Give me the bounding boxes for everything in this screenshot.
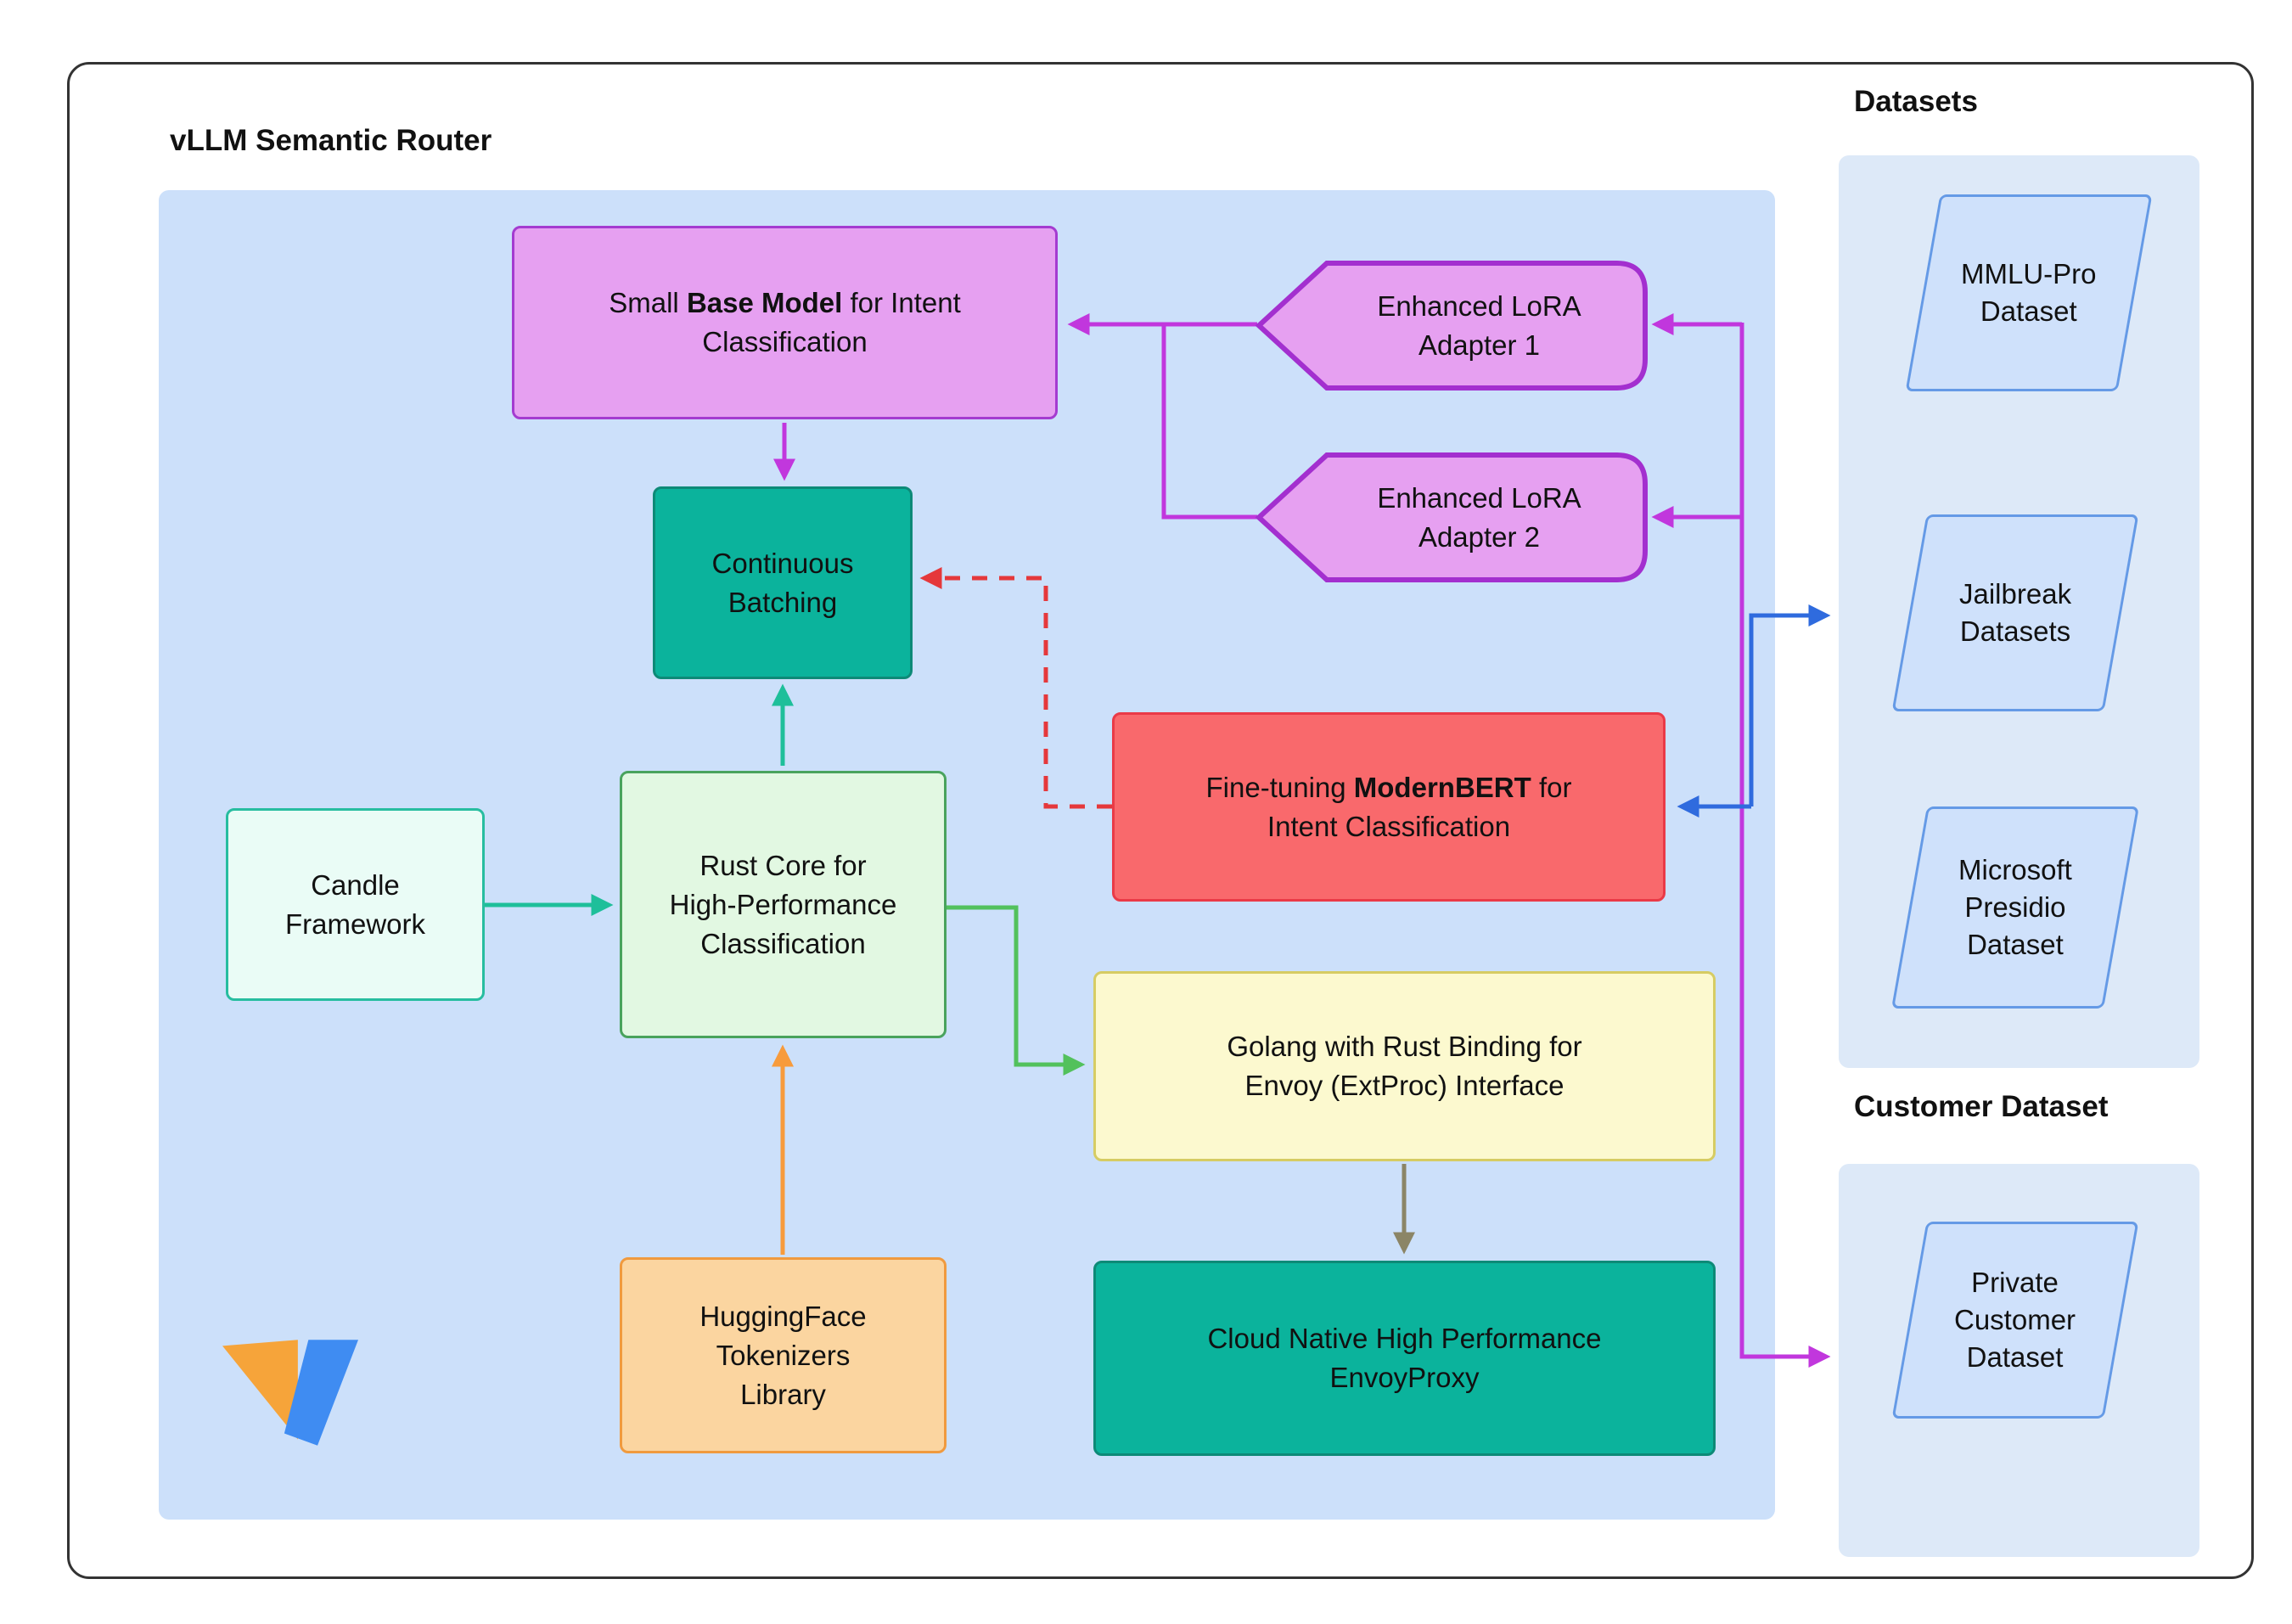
- node-rust-core: Rust Core for High-Performance Classific…: [620, 771, 947, 1038]
- dataset-private-customer-label: Private Customer Dataset: [1954, 1267, 2076, 1373]
- lora-adapter-1-shape: [1255, 261, 1648, 391]
- node-candle-framework: Candle Framework: [226, 808, 485, 1001]
- vllm-logo-icon: [222, 1340, 358, 1446]
- dataset-microsoft-presidio: Microsoft Presidio Dataset: [1891, 806, 2139, 1009]
- customer-dataset-label: Customer Dataset: [1854, 1090, 2109, 1123]
- lora-adapter-2-shape: [1255, 452, 1648, 582]
- dataset-jailbreak: Jailbreak Datasets: [1891, 514, 2139, 711]
- datasets-label: Datasets: [1854, 85, 1978, 118]
- dataset-microsoft-presidio-label: Microsoft Presidio Dataset: [1958, 854, 2072, 960]
- node-base-model-line1: Small Base Model for Intent: [609, 287, 961, 318]
- node-lora-adapter-1: Enhanced LoRA Adapter 1: [1255, 259, 1649, 392]
- node-envoy-proxy: Cloud Native High Performance EnvoyProxy: [1093, 1261, 1716, 1456]
- dataset-jailbreak-label: Jailbreak Datasets: [1958, 578, 2072, 647]
- diagram-title: vLLM Semantic Router: [170, 124, 492, 157]
- lora-adapter-2-label: Enhanced LoRA Adapter 2: [1377, 481, 1581, 553]
- node-huggingface-tokenizers: HuggingFace Tokenizers Library: [620, 1257, 947, 1453]
- node-lora-adapter-2: Enhanced LoRA Adapter 2: [1255, 451, 1649, 584]
- node-modernbert-line1: Fine-tuning ModernBERT for: [1205, 771, 1572, 803]
- node-base-model-line2: Classification: [702, 326, 868, 357]
- dataset-private-customer: Private Customer Dataset: [1891, 1222, 2139, 1419]
- node-modernbert-line2: Intent Classification: [1267, 810, 1511, 842]
- dataset-mmlu-pro: MMLU-Pro Dataset: [1905, 194, 2153, 391]
- lora-adapter-1-label: Enhanced LoRA Adapter 1: [1377, 289, 1581, 361]
- node-base-model: Small Base Model for Intent Classificati…: [512, 226, 1058, 419]
- vllm-logo-blue-shape: [284, 1340, 358, 1446]
- vllm-logo-orange-shape: [222, 1340, 298, 1440]
- node-continuous-batching: Continuous Batching: [653, 486, 913, 679]
- node-golang-extproc: Golang with Rust Binding for Envoy (ExtP…: [1093, 971, 1716, 1161]
- dataset-mmlu-pro-label: MMLU-Pro Dataset: [1961, 258, 2097, 327]
- node-modernbert-finetuning: Fine-tuning ModernBERT for Intent Classi…: [1112, 712, 1666, 902]
